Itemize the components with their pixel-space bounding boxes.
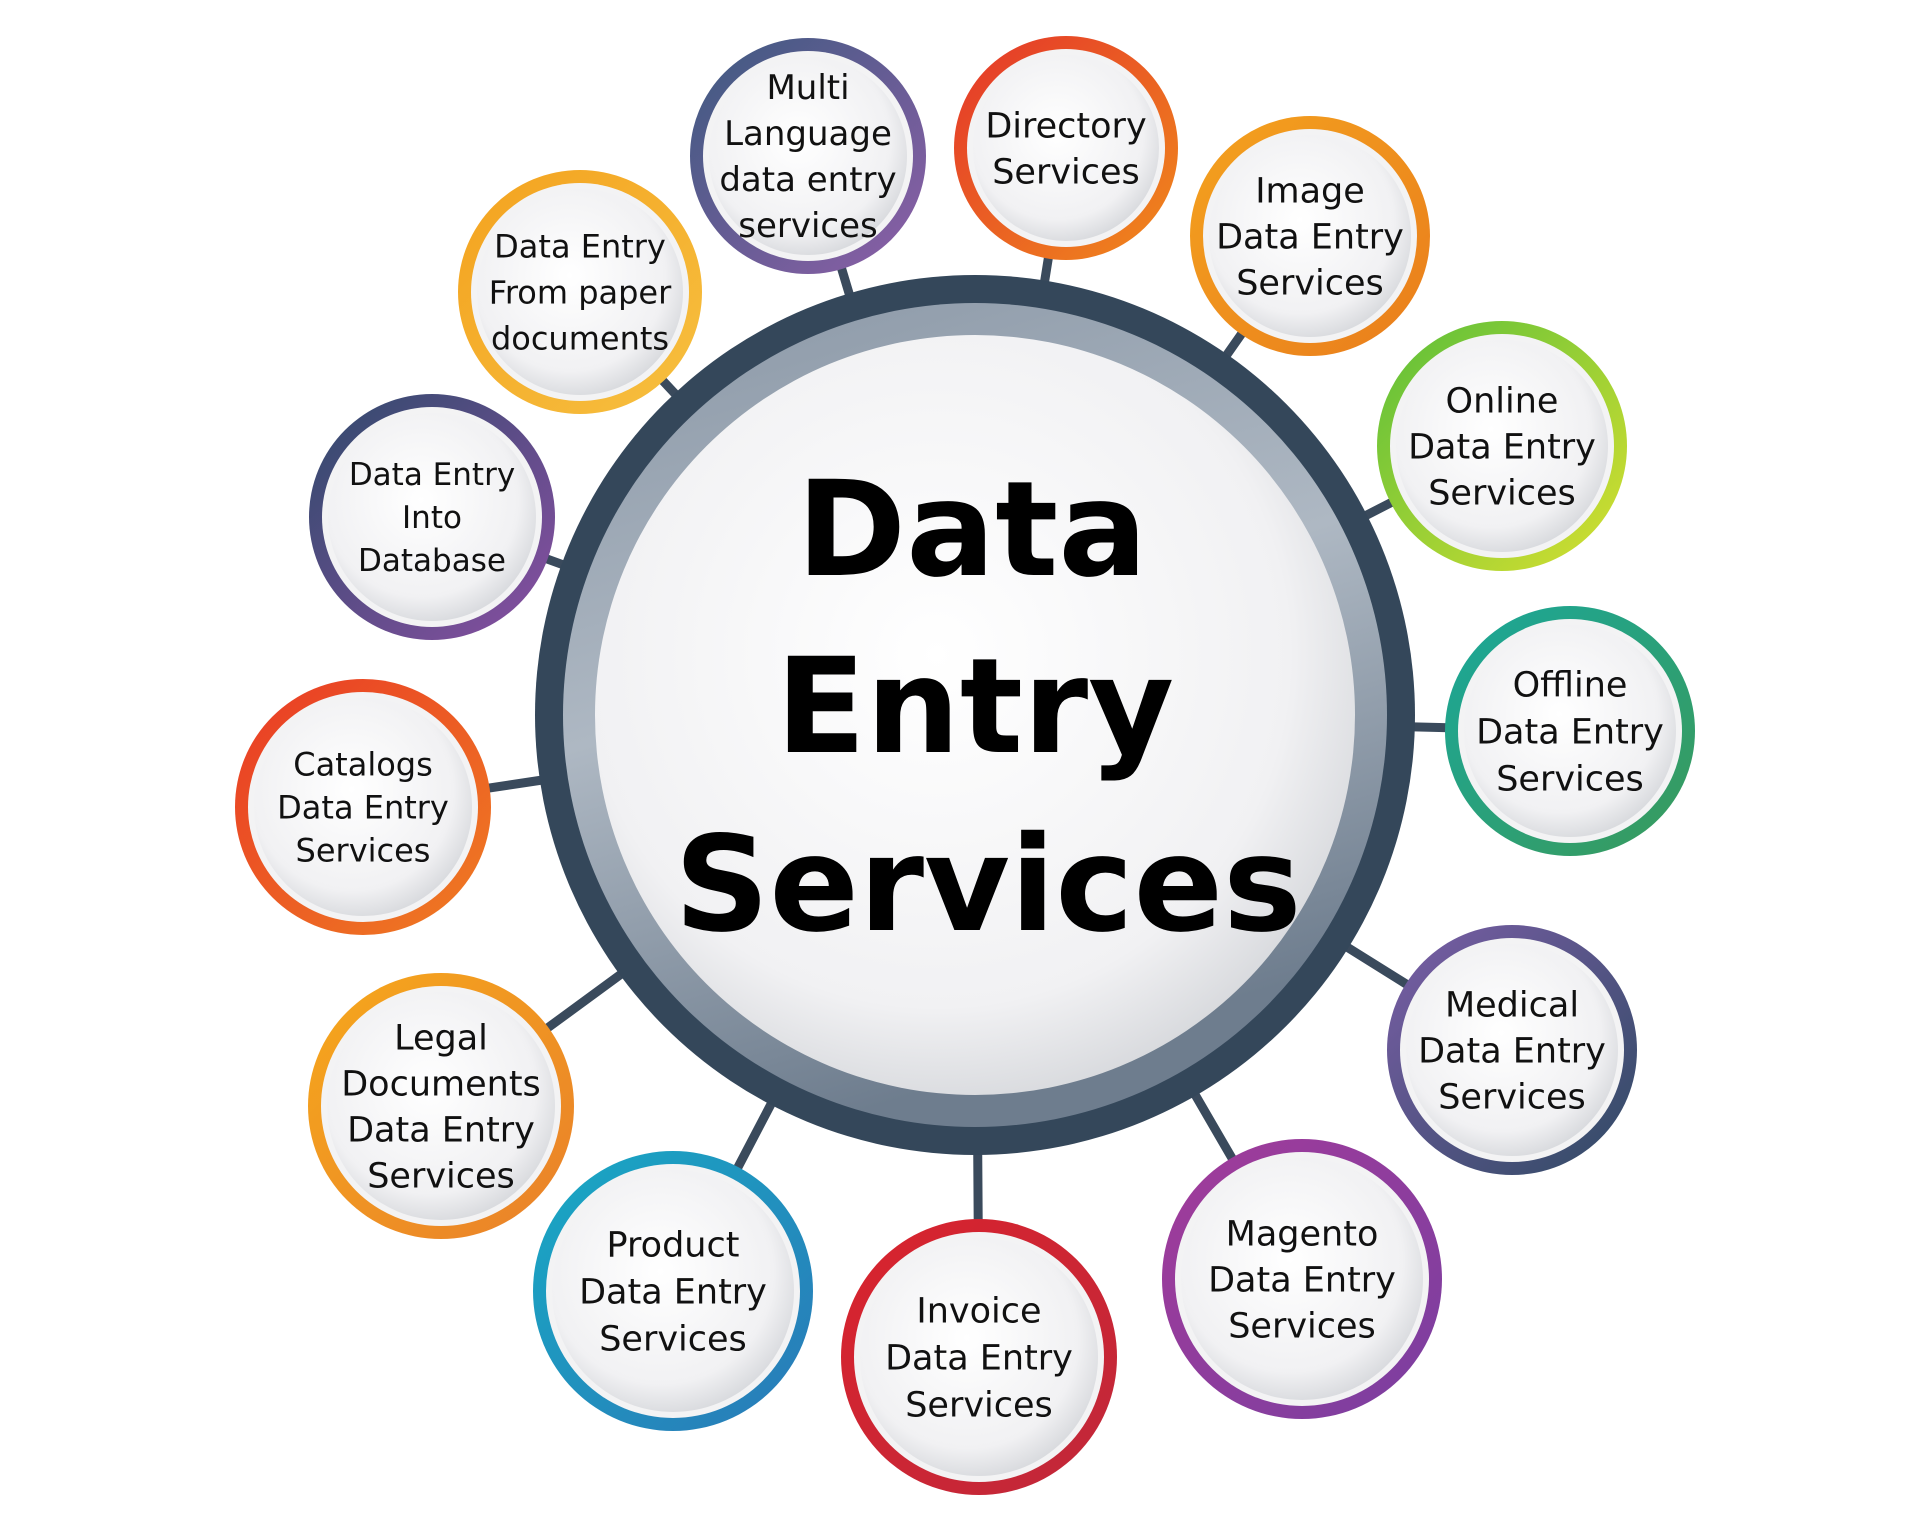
connector-product — [731, 1094, 778, 1176]
service-label-line: Into — [402, 500, 462, 536]
service-label-line: Medical — [1445, 986, 1579, 1026]
service-disc — [1406, 944, 1618, 1156]
service-disc — [709, 57, 907, 255]
hub-title-line: Data — [797, 453, 1148, 607]
service-label-line: Database — [358, 543, 506, 579]
connector-legal — [540, 966, 630, 1035]
service-disc — [327, 992, 555, 1220]
service-disc — [1464, 625, 1676, 837]
service-label-line: Services — [1438, 1078, 1586, 1118]
service-disc — [477, 189, 683, 395]
service-label-line: Offline — [1513, 666, 1628, 706]
service-label-line: Data Entry — [1216, 218, 1404, 258]
service-label-line: Data Entry — [1418, 1032, 1606, 1072]
service-label-line: Services — [992, 153, 1140, 193]
service-disc — [860, 1238, 1098, 1476]
service-disc — [254, 698, 472, 916]
service-label-line: Directory — [985, 107, 1146, 147]
service-label-line: Product — [607, 1226, 740, 1266]
service-label-line: Services — [1236, 264, 1384, 304]
service-disc — [1396, 340, 1608, 552]
service-label-line: Online — [1446, 382, 1559, 422]
service-label-line: Services — [1228, 1307, 1376, 1347]
service-disc — [973, 55, 1159, 241]
service-label-line: From paper — [489, 274, 672, 312]
service-label-line: Data Entry — [579, 1273, 767, 1313]
service-label-line: Data Entry — [347, 1111, 535, 1151]
service-label-line: Data Entry — [349, 457, 515, 493]
service-label-line: Services — [1428, 474, 1576, 514]
service-label-line: Data Entry — [494, 228, 666, 266]
hub-title-line: Services — [674, 808, 1301, 962]
service-disc — [1209, 135, 1411, 337]
connector-invoice — [973, 1144, 983, 1228]
service-label-line: Image — [1255, 172, 1365, 212]
service-disc — [552, 1170, 794, 1412]
service-label-line: Data Entry — [1208, 1261, 1396, 1301]
service-label-line: Catalogs — [293, 746, 433, 784]
service-disc — [1181, 1158, 1423, 1400]
hub-inner-disc — [595, 335, 1355, 1095]
connector-medical — [1338, 940, 1414, 991]
service-label-line: Documents — [341, 1065, 541, 1105]
service-label-line: Data Entry — [885, 1339, 1073, 1379]
service-label-line: data entry — [719, 160, 896, 200]
hub-title-line: Entry — [776, 630, 1174, 784]
service-label-line: Legal — [394, 1019, 488, 1059]
connector-offline — [1404, 722, 1454, 733]
service-label-line: Services — [905, 1386, 1053, 1426]
service-label-line: Services — [599, 1320, 747, 1360]
service-label-line: Invoice — [916, 1292, 1041, 1332]
service-label-line: Data Entry — [1408, 428, 1596, 468]
service-disc — [328, 413, 536, 621]
service-label-line: Language — [724, 114, 892, 154]
service-label-line: documents — [491, 320, 669, 358]
service-label-line: services — [738, 206, 878, 246]
service-label-line: Services — [296, 832, 431, 870]
service-label-line: Data Entry — [277, 789, 449, 827]
service-label-line: Magento — [1226, 1215, 1379, 1255]
service-label-line: Services — [1496, 760, 1644, 800]
service-label-line: Data Entry — [1476, 713, 1664, 753]
connector-online — [1357, 496, 1399, 523]
connector-magento — [1188, 1086, 1239, 1166]
connector-catalogs — [481, 775, 551, 794]
service-label-line: Services — [367, 1157, 515, 1197]
service-label-line: Multi — [766, 68, 849, 108]
